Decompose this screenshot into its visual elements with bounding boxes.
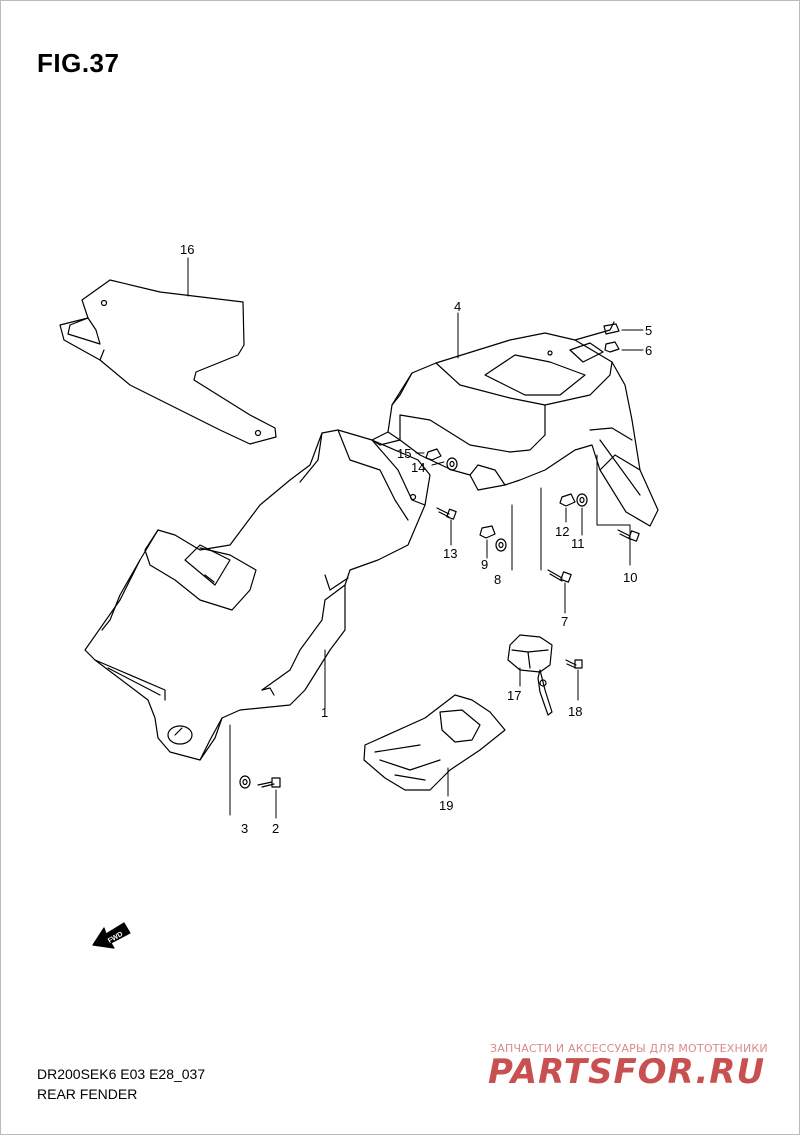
leader-lines: [187, 257, 644, 819]
callout-13: 13: [443, 546, 457, 561]
fwd-arrow-icon: FWD: [92, 922, 131, 949]
callout-11: 11: [571, 536, 585, 551]
callout-1: 1: [321, 705, 328, 720]
callout-4: 4: [454, 299, 461, 314]
callout-5: 5: [645, 323, 652, 338]
callout-10: 10: [623, 570, 637, 585]
part-16-mud-flap: [59, 279, 277, 445]
figure-title: FIG.37: [37, 48, 120, 78]
part-17-key-lock: [507, 634, 553, 716]
callout-2: 2: [272, 821, 279, 836]
callout-16: 16: [180, 242, 194, 257]
callout-12: 12: [555, 524, 569, 539]
watermark-brand: PARTSFOR.RU: [488, 1052, 766, 1092]
footer-diagram-code: DR200SEK6 E03 E28_037: [37, 1066, 206, 1082]
callout-14: 14: [411, 460, 425, 475]
callout-18: 18: [568, 704, 582, 719]
callout-3: 3: [241, 821, 248, 836]
callout-19: 19: [439, 798, 453, 813]
callout-9: 9: [481, 557, 488, 572]
watermark-tagline: ЗАПЧАСТИ И АКСЕССУАРЫ ДЛЯ МОТОТЕХНИКИ: [490, 1042, 768, 1055]
callout-6: 6: [645, 343, 652, 358]
part-4-rear-cover: [371, 321, 659, 527]
fasteners: [239, 323, 640, 789]
part-19-tool-bag: [363, 694, 506, 791]
callout-labels: 1 2 3 4 5 6 7 8 9 10 11 12 13 14 15 16 1…: [180, 242, 652, 836]
callout-8: 8: [494, 572, 501, 587]
footer-section-name: REAR FENDER: [37, 1086, 138, 1102]
callout-17: 17: [507, 688, 521, 703]
callout-7: 7: [561, 614, 568, 629]
part-1-rear-fender: [84, 429, 431, 761]
callout-15: 15: [397, 446, 411, 461]
